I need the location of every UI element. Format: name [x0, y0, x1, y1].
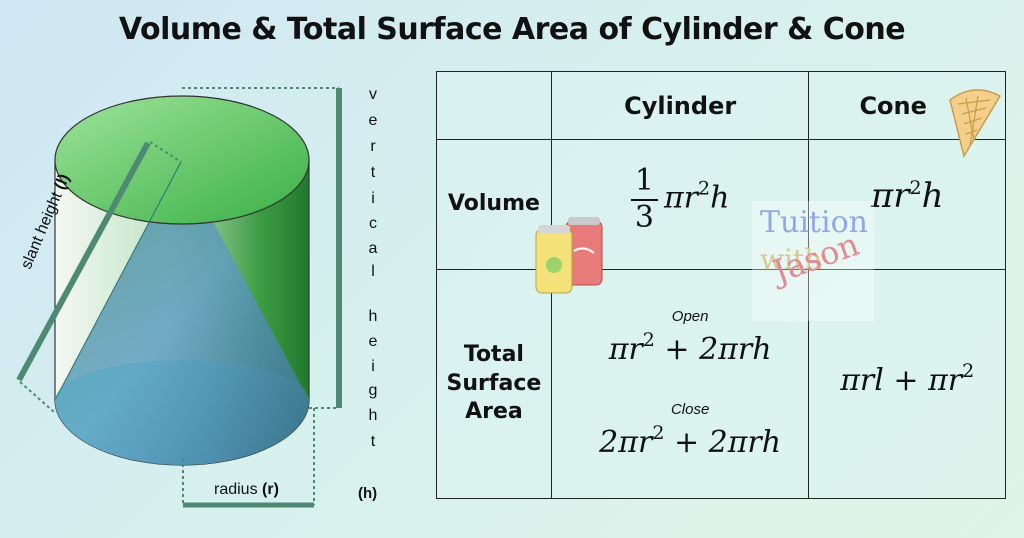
formula-exponent: 2: [652, 422, 665, 444]
cone-shape: [55, 162, 309, 465]
formula-part: + 2πrh: [664, 425, 782, 460]
vertical-letter: h: [368, 407, 378, 424]
slant-height-line: [16, 141, 151, 382]
header-cone: Cone: [808, 71, 1006, 140]
formula-table: Cylinder Cone Volume 1 3 πr2h πr2h Total…: [436, 71, 1006, 499]
formula-part: πrl + πr: [840, 363, 963, 398]
fraction-numerator: 1: [630, 163, 658, 201]
height-symbol: (h): [358, 485, 378, 502]
vertical-letter: h: [368, 308, 378, 325]
radius-label: radius (r): [214, 481, 279, 499]
cola-cans-icon: [535, 217, 603, 294]
watermark-line: Tuition: [760, 205, 868, 240]
cylinder-top: [54, 95, 310, 225]
close-label: Close: [670, 401, 710, 418]
formula-part: h: [710, 180, 730, 216]
radius-symbol: (r): [262, 481, 279, 498]
cone-tsa-formula: πrl + πr2: [808, 269, 1006, 499]
vertical-letter: c: [369, 215, 377, 232]
open-label: Open: [671, 308, 709, 325]
cylinder-tsa-formulas: Open πr2 + 2πrh Close 2πr2 + 2πrh: [550, 269, 810, 499]
cone-volume-formula: πr2h: [808, 139, 1006, 270]
formula-part: 2πr: [599, 425, 653, 460]
row-volume-label: Volume: [436, 139, 552, 270]
formula-exponent: 2: [909, 176, 922, 199]
formula-exponent: 2: [642, 329, 655, 351]
formula-part: + 2πrh: [654, 332, 772, 367]
cylinder-cone-diagram: [16, 87, 342, 508]
header-cone-label: Cone: [859, 91, 927, 120]
formula-part: πr: [870, 175, 910, 216]
table-corner: [436, 71, 552, 140]
header-cylinder: Cylinder: [550, 71, 810, 140]
row-tsa-label: Total Surface Area: [436, 269, 552, 499]
row-tsa-line: Surface: [446, 370, 542, 396]
vertical-letter: i: [371, 190, 375, 207]
vertical-letter: t: [370, 433, 376, 450]
formula-exponent: 2: [962, 360, 975, 382]
formula-part: πr: [608, 332, 643, 367]
fraction: 1 3: [630, 163, 658, 235]
cylinder-open-block: Open πr2 + 2πrh: [552, 308, 809, 367]
vertical-letter: g: [368, 382, 378, 399]
vertical-letter: a: [368, 240, 378, 257]
vertical-letter: e: [368, 333, 378, 350]
row-tsa-line: Total: [463, 342, 524, 368]
vertical-letter: r: [370, 138, 376, 155]
fraction-denominator: 3: [634, 199, 654, 235]
cylinder-close-block: Close 2πr2 + 2πrh: [552, 401, 809, 460]
watermark-box: [752, 201, 874, 321]
vertical-letter: e: [368, 112, 378, 129]
formula-part: πr: [663, 180, 698, 216]
ice-cream-cone-icon: [949, 89, 1002, 158]
vertical-letter: i: [371, 358, 375, 375]
vertical-letter: v: [369, 86, 377, 103]
watermark-line: with: [760, 243, 823, 276]
row-tsa-line: Area: [465, 399, 523, 425]
vertical-letter: t: [370, 164, 376, 181]
radius-text: radius: [214, 481, 263, 498]
formula-part: h: [921, 175, 944, 216]
formula-exponent: 2: [698, 177, 711, 200]
vertical-letter: l: [371, 263, 375, 280]
page-title: Volume & Total Surface Area of Cylinder …: [118, 12, 906, 47]
